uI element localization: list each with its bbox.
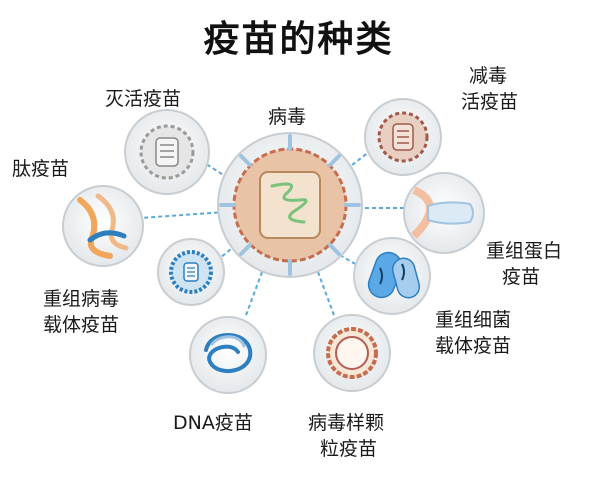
label-inactivated: 灭活疫苗: [105, 88, 182, 110]
inactivated-vaccine-icon: [124, 109, 210, 195]
page-title: 疫苗的种类: [203, 19, 394, 60]
live-attenuated-vaccine-icon: [364, 98, 442, 176]
bacterial-vector-vaccine-icon: [353, 237, 431, 315]
label-peptide: 肽疫苗: [12, 158, 70, 180]
label-live-attenuated: 减毒 活疫苗: [461, 65, 519, 113]
viral-vector-vaccine-icon: [157, 238, 225, 306]
label-vlp: 病毒样颗 粒疫苗: [308, 412, 385, 460]
peptide-vaccine-icon: [62, 185, 144, 267]
label-viral-vector: 重组病毒 载体疫苗: [43, 288, 120, 336]
vlp-vaccine-icon: [313, 314, 391, 392]
label-bacterial-vector: 重组细菌 载体疫苗: [435, 309, 512, 357]
label-recombinant-protein: 重组蛋白 疫苗: [486, 240, 563, 288]
label-dna: DNA疫苗: [173, 412, 253, 434]
label-center-virus: 病毒: [268, 106, 307, 128]
center-virus: [217, 132, 363, 278]
recombinant-protein-vaccine-icon: [403, 172, 485, 254]
dna-vaccine-icon: [189, 316, 267, 394]
